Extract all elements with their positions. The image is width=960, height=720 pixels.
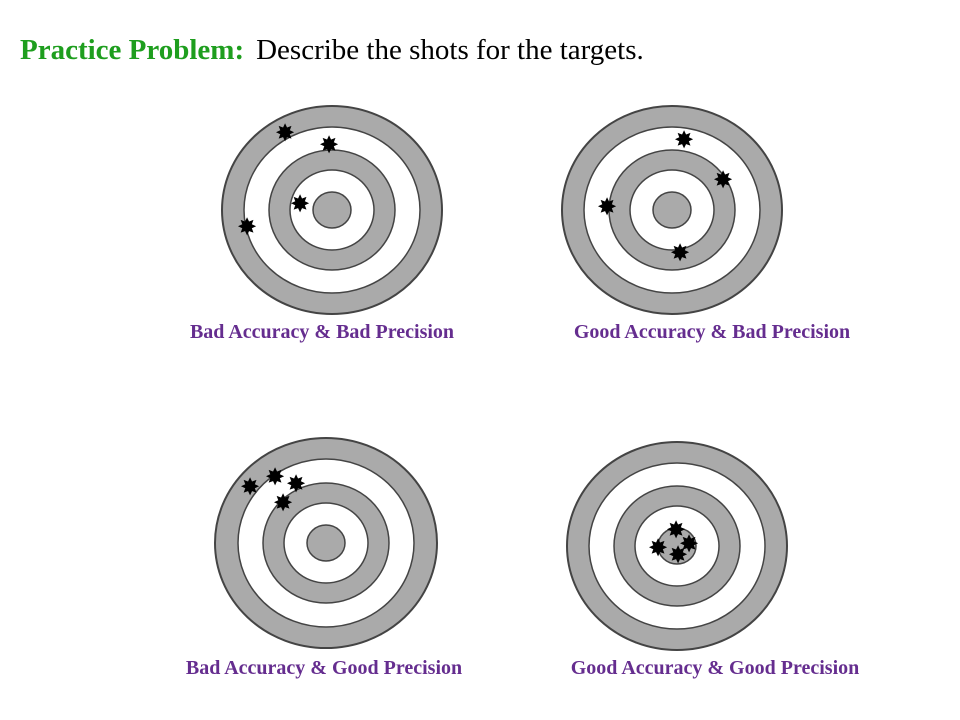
burst-icon: ✸ (274, 119, 296, 147)
burst-icon: ✸ (272, 489, 294, 517)
burst-icon: ✸ (285, 470, 307, 498)
burst-icon: ✸ (318, 131, 340, 159)
burst-icon: ✸ (669, 239, 691, 267)
burst-icon: ✸ (239, 473, 261, 501)
title-text: Describe the shots for the targets. (256, 34, 644, 66)
burst-icon: ✸ (264, 463, 286, 491)
burst-icon: ✸ (667, 541, 689, 569)
target-top-right (561, 105, 783, 315)
burst-icon: ✸ (712, 166, 734, 194)
burst-icon: ✸ (673, 126, 695, 154)
target-bottom-left (214, 437, 438, 649)
burst-icon: ✸ (236, 213, 258, 241)
caption-good-accuracy-good-precision: Good Accuracy & Good Precision (570, 657, 860, 679)
page-title: Practice Problem: Describe the shots for … (20, 33, 644, 67)
title-prefix: Practice Problem: (20, 34, 245, 66)
caption-bad-accuracy-bad-precision: Bad Accuracy & Bad Precision (189, 321, 455, 343)
burst-icon: ✸ (596, 193, 618, 221)
burst-icon: ✸ (665, 516, 687, 544)
burst-icon: ✸ (678, 530, 700, 558)
caption-bad-accuracy-good-precision: Bad Accuracy & Good Precision (185, 657, 463, 679)
caption-good-accuracy-bad-precision: Good Accuracy & Bad Precision (573, 321, 851, 343)
burst-icon: ✸ (647, 534, 669, 562)
target-top-left (221, 105, 443, 315)
burst-icon: ✸ (289, 190, 311, 218)
target-bottom-right (566, 441, 788, 651)
